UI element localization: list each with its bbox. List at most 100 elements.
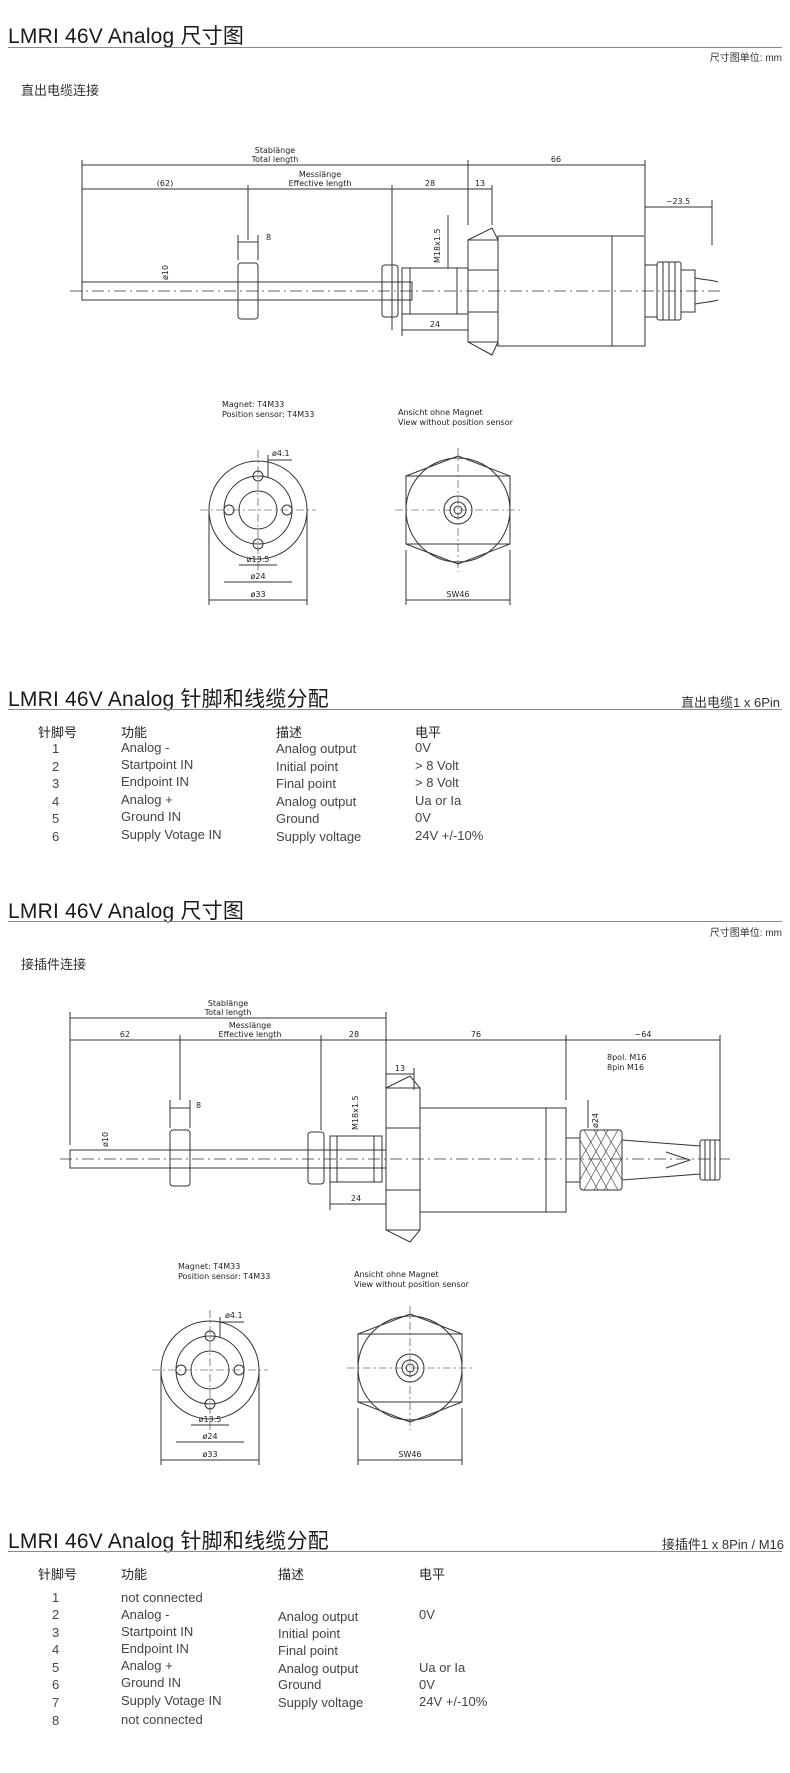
position-sensor-label: Position sensor: T4M33 [178, 1272, 270, 1281]
dim-66: 66 [551, 155, 561, 164]
pin-function: not connected [121, 1590, 203, 1605]
label-stab: Stablänge [208, 999, 248, 1008]
dim-62: (62) [157, 179, 173, 188]
pin-level: > 8 Volt [415, 758, 459, 773]
pin-description: Analog output [276, 741, 357, 756]
pin-level: Ua or Ia [415, 793, 462, 808]
dim-28: 28 [425, 179, 435, 188]
dim-10: ø10 [161, 265, 170, 280]
pin-level: 0V [415, 740, 431, 755]
label-total: Total length [204, 1008, 252, 1017]
dim-hole: ø4.1 [225, 1311, 243, 1320]
dim-62: 62 [120, 1030, 130, 1039]
pin-number: 4 [52, 1642, 60, 1657]
dim-c33: ø33 [250, 590, 265, 599]
pin-function: Analog + [121, 1658, 173, 1673]
dim-connector-24: ø24 [591, 1113, 600, 1128]
header-function: 功能 [121, 1567, 148, 1582]
label-total: Total length [251, 155, 299, 164]
section-title: LMRI 46V Analog 针脚和线缆分配 [8, 688, 329, 711]
header-function: 功能 [121, 725, 148, 740]
pin-level: Ua or Ia [419, 1660, 466, 1675]
pin-function: Ground IN [121, 809, 181, 824]
pin-function: Endpoint IN [121, 1641, 189, 1656]
connection-subtitle: 直出电缆连接 [21, 83, 100, 98]
divider [8, 47, 782, 48]
pin-level: 24V +/-10% [419, 1694, 488, 1709]
pin-description: Initial point [278, 1626, 341, 1641]
header-pin: 针脚号 [38, 725, 78, 740]
pin-number: 1 [52, 741, 60, 756]
pin-level: 0V [419, 1607, 435, 1622]
dim-m18: M18x1.5 [433, 228, 442, 263]
label-mess: Messlänge [299, 170, 341, 179]
connector-note: 直出电缆1 x 6Pin [681, 695, 780, 710]
dim-sw46: SW46 [446, 590, 469, 599]
pin-description: Supply voltage [276, 829, 362, 844]
dim-c33: ø33 [202, 1450, 217, 1459]
pin-description: Final point [278, 1643, 338, 1658]
dim-c24: ø24 [250, 572, 265, 581]
pin-description: Analog output [276, 794, 357, 809]
pin-table-cable: 针脚号 功能 描述 电平 1 Analog - Analog output 0V… [0, 722, 790, 852]
section-title: LMRI 46V Analog 针脚和线缆分配 [8, 1530, 329, 1553]
connector-note: 接插件1 x 8Pin / M16 [661, 1537, 784, 1552]
dim-13-5: ø13.5 [247, 555, 270, 564]
pol-label: 8pol. M16 [607, 1053, 646, 1062]
pin-description: Supply voltage [278, 1695, 364, 1710]
pin-number: 7 [52, 1695, 60, 1710]
pin-number: 5 [52, 811, 60, 826]
pin-description: Initial point [276, 759, 339, 774]
pin-number: 2 [52, 759, 60, 774]
view-label-en: View without position sensor [398, 418, 514, 427]
dim-13: 13 [395, 1064, 405, 1073]
dim-10: ø10 [101, 1132, 110, 1147]
label-eff: Effective length [289, 179, 352, 188]
dim-24: 24 [430, 320, 440, 329]
dim-13: 13 [475, 179, 485, 188]
dim-8: 8 [266, 233, 271, 242]
pin-function: Supply Votage IN [121, 827, 222, 842]
unit-note: 尺寸图单位: mm [709, 53, 782, 64]
magnet-label: Magnet: T4M33 [222, 400, 284, 409]
pin-number: 3 [52, 776, 60, 791]
position-sensor-label: Position sensor: T4M33 [222, 410, 314, 419]
dim-c24: ø24 [202, 1432, 217, 1441]
pin-number: 6 [52, 1677, 60, 1692]
pin-level: 0V [415, 810, 431, 825]
magnet-label: Magnet: T4M33 [178, 1262, 240, 1271]
header-level: 电平 [415, 725, 442, 740]
label-eff: Effective length [219, 1030, 282, 1039]
divider [8, 1551, 782, 1552]
section-title: LMRI 46V Analog 尺寸图 [8, 25, 245, 48]
divider [8, 709, 782, 710]
pin-function: Analog + [121, 792, 173, 807]
dim-28: 28 [349, 1030, 359, 1039]
pin-level: > 8 Volt [415, 775, 459, 790]
dim-hole: ø4.1 [272, 449, 290, 458]
dim-24: 24 [351, 1194, 361, 1203]
pin-description: Final point [276, 776, 336, 791]
dim-23-5: ~23.5 [666, 197, 691, 206]
header-description: 描述 [276, 725, 303, 740]
pin-function: Supply Votage IN [121, 1693, 222, 1708]
dim-64: ~64 [635, 1030, 652, 1039]
pin-number: 6 [52, 829, 60, 844]
pin-level: 24V +/-10% [415, 828, 484, 843]
dim-76: 76 [471, 1030, 481, 1039]
view-label: Ansicht ohne Magnet [354, 1270, 439, 1279]
pin-level: 0V [419, 1677, 435, 1692]
pin-function: not connected [121, 1712, 203, 1727]
pin-number: 3 [52, 1625, 60, 1640]
pin-number: 4 [52, 794, 60, 809]
dimension-drawing-connector: Stablänge Total length Messlänge Effecti… [60, 999, 730, 1465]
pin-function: Analog - [121, 1607, 170, 1622]
view-label-en: View without position sensor [354, 1280, 470, 1289]
dim-8: 8 [196, 1101, 201, 1110]
pin-function: Analog - [121, 740, 170, 755]
pin-description: Ground [276, 811, 320, 826]
dim-m18: M18x1.5 [351, 1095, 360, 1130]
pin-number: 8 [52, 1713, 60, 1728]
pin-function: Ground IN [121, 1675, 181, 1690]
pin-label: 8pin M16 [607, 1063, 644, 1072]
